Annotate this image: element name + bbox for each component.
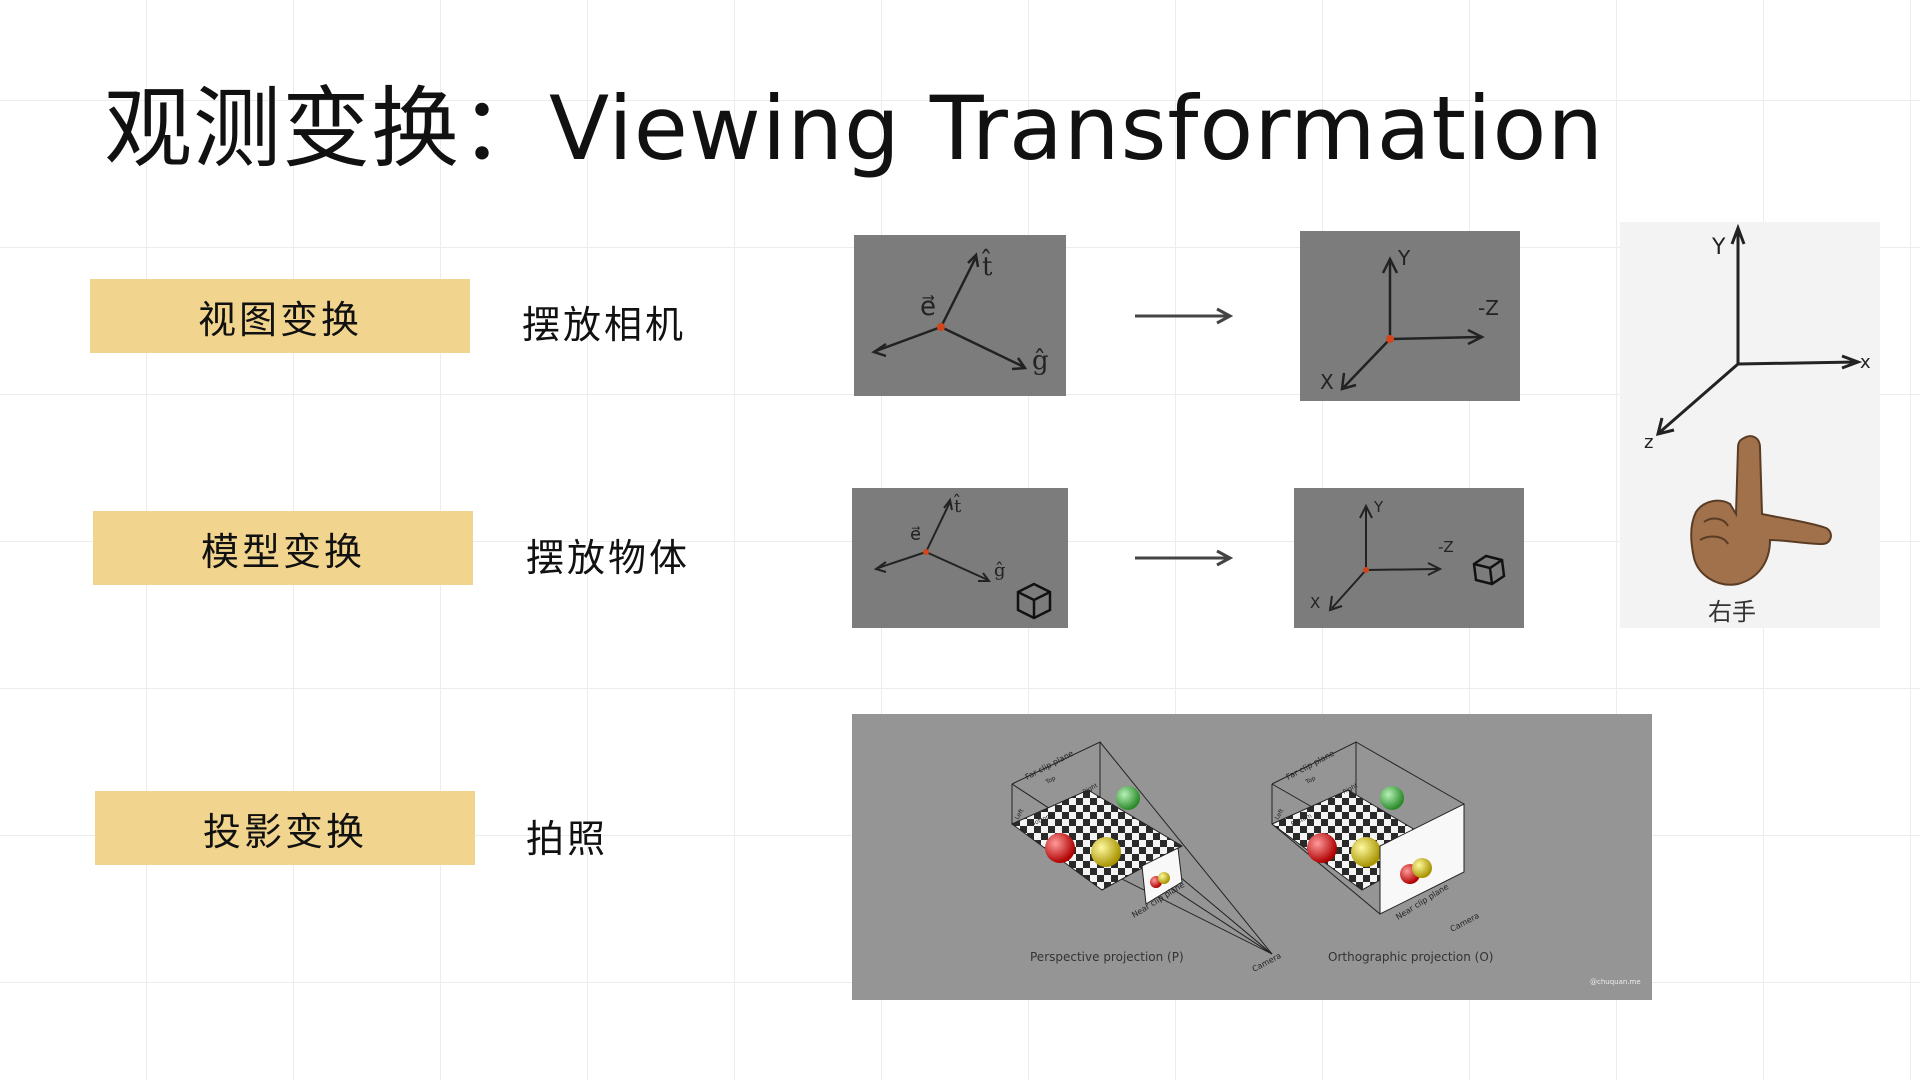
camera-label: Camera	[1251, 951, 1283, 974]
rh-y-label: Y	[1711, 235, 1726, 260]
cube-icon	[1472, 554, 1506, 586]
top-label: Top	[1044, 775, 1057, 786]
page-title: 观测变换：Viewing Transformation	[104, 77, 1605, 180]
right-hand-icon	[1690, 435, 1832, 586]
origin-dot	[937, 323, 945, 331]
orthographic-caption: Orthographic projection (O)	[1328, 950, 1493, 964]
e-vec-label: e⃗	[920, 292, 936, 322]
projection-comparison-diagram: Far clip plane Top Right Left Bottom Nea…	[852, 714, 1652, 1000]
standard-with-object-diagram: Y -Z X	[1294, 488, 1524, 628]
neg-z-axis-label: -Z	[1478, 296, 1499, 320]
right-hand-label: 右手	[1708, 598, 1756, 626]
rh-z-label: z	[1644, 432, 1653, 453]
camera-object-svg: t̂ e⃗ ĝ	[873, 492, 1052, 620]
perspective-frustum: Far clip plane Top Right Left Bottom Nea…	[1011, 741, 1283, 974]
e-vec-label: e⃗	[910, 524, 921, 545]
rh-x-label: x	[1860, 352, 1871, 373]
perspective-caption: Perspective projection (P)	[1030, 950, 1184, 964]
right-hand-svg: Y x z 右手	[1644, 223, 1871, 626]
neg-z-axis-label: -Z	[1438, 538, 1454, 556]
orthographic-box: Far clip plane Top Right Left Bottom Nea…	[1271, 741, 1493, 964]
arrow-right-icon	[1133, 306, 1234, 330]
desc-place-object: 摆放物体	[526, 536, 691, 580]
camera-axes-svg: t̂ e⃗ ĝ	[871, 248, 1049, 376]
standard-object-svg: Y -Z X	[1310, 498, 1506, 612]
t-hat-label: t̂	[953, 492, 962, 517]
origin-dot	[1386, 335, 1394, 343]
standard-axes-svg: Y -Z X	[1320, 246, 1499, 394]
right-hand-rule-diagram: Y x z 右手	[1620, 222, 1880, 628]
y-axis-label: Y	[1397, 246, 1411, 270]
x-axis-label: X	[1310, 594, 1320, 612]
cube-icon	[1016, 582, 1052, 620]
desc-place-camera: 摆放相机	[522, 303, 687, 347]
top-label: Top	[1304, 775, 1317, 786]
camera-label: Camera	[1449, 911, 1481, 934]
y-axis-label: Y	[1373, 498, 1384, 516]
standard-frame-diagram: Y -Z X	[1300, 231, 1520, 401]
watermark: @chuquan.me	[1590, 978, 1641, 986]
t-hat-label: t̂	[981, 248, 993, 282]
g-hat-label: ĝ	[1032, 346, 1049, 376]
label-model-transform: 模型变换	[93, 511, 473, 585]
projection-svg: Far clip plane Top Right Left Bottom Nea…	[1011, 741, 1641, 986]
desc-take-photo: 拍照	[526, 817, 609, 861]
arrow-right-icon	[1133, 548, 1234, 572]
camera-with-object-diagram: t̂ e⃗ ĝ	[852, 488, 1068, 628]
g-hat-label: ĝ	[994, 560, 1006, 581]
label-projection-transform: 投影变换	[95, 791, 475, 865]
x-axis-label: X	[1320, 370, 1334, 394]
label-view-transform: 视图变换	[90, 279, 470, 353]
camera-frame-diagram: t̂ e⃗ ĝ	[854, 235, 1066, 396]
